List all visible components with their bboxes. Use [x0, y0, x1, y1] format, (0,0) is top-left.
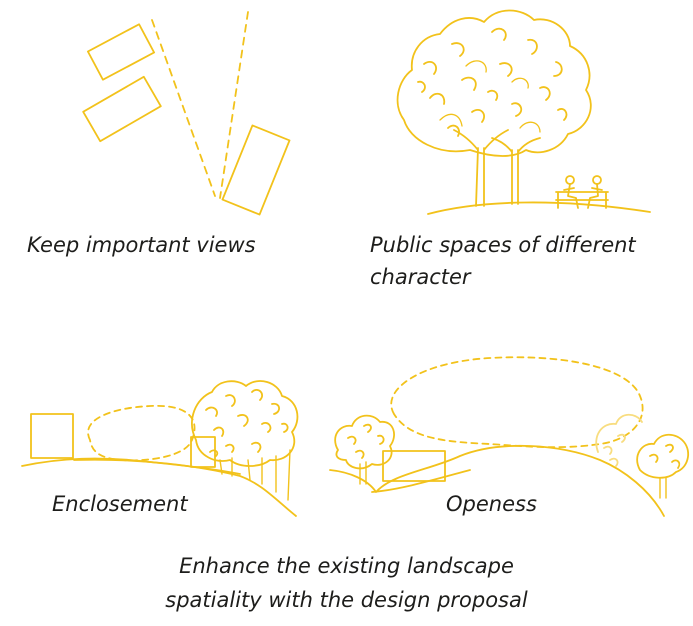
view-line	[219, 11, 249, 199]
building-block	[86, 23, 156, 81]
building-block	[30, 413, 74, 459]
caption-openess: Openess	[446, 492, 537, 516]
space-outline	[390, 356, 644, 449]
views-diagram	[82, 11, 291, 216]
caption-public-spaces-line2: character	[370, 265, 471, 289]
public-space-tree	[396, 9, 651, 215]
view-line	[151, 19, 216, 197]
space-outline	[87, 405, 196, 462]
ground-line	[371, 469, 471, 493]
caption-keep-views: Keep important views	[27, 233, 256, 257]
building-block	[82, 75, 162, 143]
caption-main-line1: Enhance the existing landscape	[179, 554, 514, 578]
building-block	[221, 124, 291, 216]
building-block	[190, 436, 216, 468]
caption-enclosement: Enclosement	[52, 492, 188, 516]
caption-main-line2: spatiality with the design proposal	[165, 588, 528, 612]
building-block	[382, 450, 446, 482]
ground-line	[329, 444, 665, 517]
openess-diagram	[329, 356, 690, 517]
caption-public-spaces-line1: Public spaces of different	[370, 233, 636, 257]
enclosement-diagram	[21, 380, 299, 517]
